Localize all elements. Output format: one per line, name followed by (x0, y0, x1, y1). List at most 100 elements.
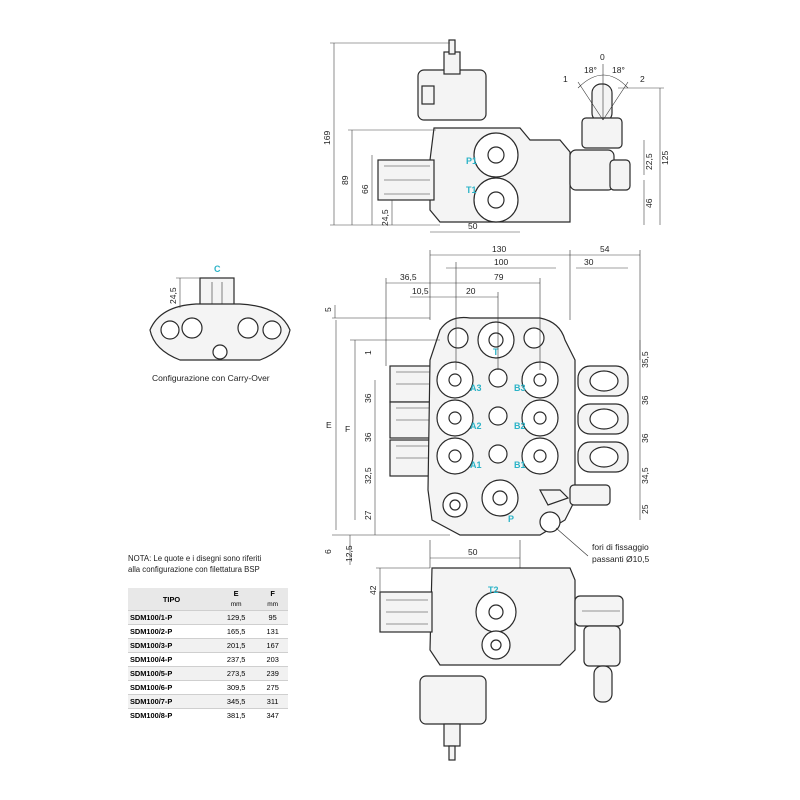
label-b2: B2 (514, 421, 526, 431)
dim-35-5: 35,5 (640, 351, 650, 368)
header-f: F (257, 588, 288, 599)
row-e: 381,5 (215, 708, 258, 722)
row-tipo: SDM100/7-P (128, 694, 216, 709)
lever-pos-2: 2 (640, 74, 645, 84)
top-lever-knob (591, 83, 613, 123)
row-tipo: SDM100/6-P (128, 680, 216, 695)
row-e: 165,5 (215, 624, 258, 639)
dim-6: 6 (323, 549, 333, 554)
row-tipo: SDM100/8-P (128, 708, 216, 722)
dim-36-c: 36 (640, 395, 650, 405)
row-f: 131 (257, 624, 288, 639)
dim-130: 130 (492, 244, 506, 254)
dim-50-bottom: 50 (468, 547, 478, 557)
row-e: 309,5 (215, 680, 258, 695)
note-text: NOTA: Le quote e i disegni sono riferiti… (128, 553, 298, 575)
dim-27: 27 (363, 510, 373, 520)
table-unit-row: mm mm (128, 599, 288, 611)
top-lever-housing (569, 149, 615, 191)
dim-169: 169 (322, 131, 332, 145)
dim-22-5: 22,5 (644, 153, 654, 170)
fori-line1: fori di fissaggio (592, 542, 649, 552)
label-t2: T2 (488, 585, 499, 595)
dim-50-top: 50 (468, 221, 478, 231)
label-a2: A2 (470, 421, 482, 431)
bottom-solenoid (419, 675, 487, 725)
label-b1: B1 (514, 460, 526, 470)
unit-e: mm (215, 599, 258, 611)
lever-pos-0: 0 (600, 52, 605, 62)
table-header-row: TIPO E F (128, 588, 288, 611)
header-tipo: TIPO (128, 588, 216, 611)
dim-79: 79 (494, 272, 504, 282)
row-f: 311 (257, 694, 288, 709)
dim-f: F (345, 424, 350, 434)
row-e: 345,5 (215, 694, 258, 709)
top-view: P1 T1 18° 18° 1 0 2 169 89 66 24,5 50 22… (322, 39, 670, 233)
note-line-1: NOTA: Le quote e i disegni sono riferiti (128, 554, 262, 563)
row-f: 239 (257, 666, 288, 681)
fori-line2: passanti Ø10,5 (592, 554, 649, 564)
dim-32-5: 32,5 (363, 467, 373, 484)
label-p: P (508, 514, 514, 524)
row-f: 167 (257, 638, 288, 653)
row-tipo: SDM100/4-P (128, 652, 216, 667)
dim-24-5-carry: 24,5 (168, 287, 178, 304)
angle-right: 18° (612, 65, 625, 75)
label-t: T (493, 347, 499, 357)
lever-pos-1: 1 (563, 74, 568, 84)
top-solenoid-stem (443, 51, 461, 75)
label-a1: A1 (470, 460, 482, 470)
label-carry-c: C (214, 264, 221, 274)
label-b3: B3 (514, 383, 526, 393)
unit-f: mm (257, 599, 288, 611)
row-f: 203 (257, 652, 288, 667)
dim-34-5: 34,5 (640, 467, 650, 484)
label-p1: P1 (466, 156, 477, 166)
label-a3: A3 (470, 383, 482, 393)
dim-10-5: 10,5 (412, 286, 429, 296)
carry-over-caption: Configurazione con Carry-Over (152, 373, 270, 383)
dim-42: 42 (368, 585, 378, 595)
row-e: 273,5 (215, 666, 258, 681)
dim-89: 89 (340, 175, 350, 185)
bottom-view: 50 T2 42 (368, 540, 624, 761)
row-tipo: SDM100/3-P (128, 638, 216, 653)
dim-125: 125 (660, 151, 670, 165)
dim-36-d: 36 (640, 433, 650, 443)
dim-36-5: 36,5 (400, 272, 417, 282)
dim-100: 100 (494, 257, 508, 267)
row-tipo: SDM100/2-P (128, 624, 216, 639)
row-f: 95 (257, 610, 288, 625)
row-tipo: SDM100/1-P (128, 610, 216, 625)
dim-30: 30 (584, 257, 594, 267)
row-f: 275 (257, 680, 288, 695)
dim-36-b: 36 (363, 432, 373, 442)
dim-24-5: 24,5 (380, 209, 390, 226)
dim-54: 54 (600, 244, 610, 254)
dim-e: E (326, 420, 332, 430)
front-view: T A3 B3 A2 B2 A1 B1 P 130 54 100 30 36,5… (323, 244, 650, 565)
label-t1: T1 (466, 185, 477, 195)
carry-over-view: 24,5 C Configurazione con Carry-Over (149, 264, 291, 383)
header-e: E (215, 588, 258, 599)
row-tipo: SDM100/5-P (128, 666, 216, 681)
dim-20: 20 (466, 286, 476, 296)
dim-25: 25 (640, 504, 650, 514)
carry-over-body (149, 303, 291, 361)
dim-1: 1 (363, 350, 373, 355)
dim-36-a: 36 (363, 393, 373, 403)
dim-46: 46 (644, 198, 654, 208)
dim-66: 66 (360, 184, 370, 194)
dim-5: 5 (323, 307, 333, 312)
angle-left: 18° (584, 65, 597, 75)
